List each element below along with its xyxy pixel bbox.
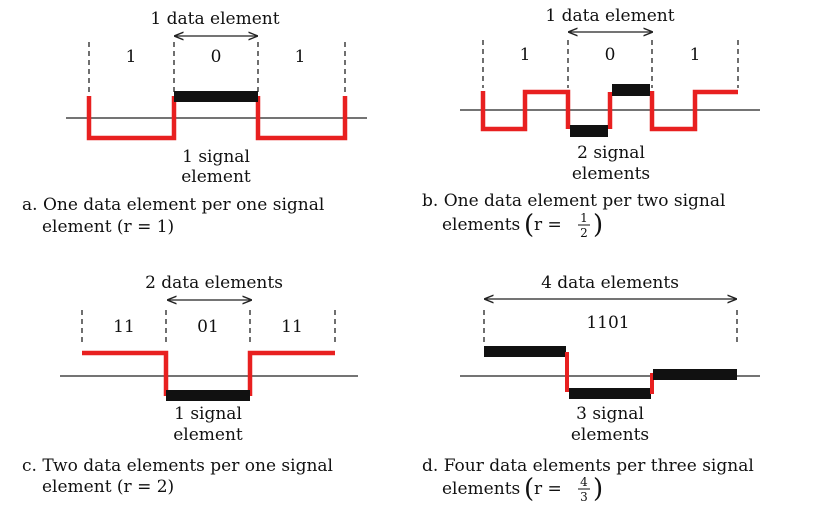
panel-c-bits-3: 11 [281,317,303,337]
panel-b-bottom-label-2: elements [572,164,650,184]
panel-c-top-label: 2 data elements [145,273,283,293]
panel-b-ratio-numerator: 1 [580,211,588,225]
panel-d-bottom-label-2: elements [571,425,649,445]
panel-a-signal-trace [86,96,177,141]
panel-c-caption-1: c. Two data elements per one signal [22,456,333,476]
panel-d-caption-1: d. Four data elements per three signal [422,456,754,476]
panel-c-signal-trace [82,350,169,396]
panel-b-ratio-denominator: 2 [580,226,588,240]
panel-d-caption-2: elements [442,479,520,499]
panel-d-ratio-numerator: 4 [580,475,588,489]
panel-b: 1 data element 1 0 1 2 signal elements b… [422,6,760,240]
panel-a-bit-1: 1 [126,47,137,67]
panel-a-bottom-label-2: element [181,167,251,187]
panel-a-top-label: 1 data element [150,9,279,29]
panel-a-bit-2: 0 [211,47,222,67]
panel-d-bottom-label-1: 3 signal [576,404,644,424]
panel-c-signal-trace [247,350,335,396]
panel-b-top-label: 1 data element [545,6,674,26]
panel-b-bit-3: 1 [690,45,701,65]
panel-c: 2 data elements 11 01 11 1 signal elemen… [22,273,358,497]
panel-a-signal-trace [255,96,348,141]
panel-d-bits: 1101 [586,313,629,333]
panel-c-bits-1: 11 [113,317,135,337]
panel-a-bottom-label-1: 1 signal [182,147,250,167]
panel-c-bottom-label-1: 1 signal [174,404,242,424]
panel-b-ratio-r: r = [534,215,562,235]
panel-d-ratio-paren-open: ( [524,474,534,504]
panel-d-signal-element-1 [484,346,566,357]
panel-c-signal-element [166,390,250,401]
panel-a-caption-1: a. One data element per one signal [22,195,324,215]
panel-d-ratio-paren-close: ) [593,474,603,504]
panel-b-bottom-label-1: 2 signal [577,143,645,163]
panel-d-ratio-r: r = [534,479,562,499]
panel-b-bit-2: 0 [605,45,616,65]
panel-c-bottom-label-2: element [173,425,243,445]
panel-c-caption-2: element (r = 2) [42,477,174,497]
panel-b-signal-element-high [612,84,650,96]
panel-b-bit-1: 1 [520,45,531,65]
panel-a-signal-element [174,91,258,102]
panel-a: 1 data element 1 0 1 1 signal element a.… [22,9,367,237]
panel-c-bits-2: 01 [197,317,219,337]
panel-b-signal-element-low [570,125,608,137]
panel-b-signal-trace [480,89,571,132]
panel-a-bit-3: 1 [295,47,306,67]
panel-d: 4 data elements 1101 3 signal elements d… [422,273,760,504]
panel-d-top-label: 4 data elements [541,273,679,293]
panel-d-signal-element-2 [569,388,651,399]
panel-a-caption-2: element (r = 1) [42,217,174,237]
panel-b-caption-1: b. One data element per two signal [422,191,725,211]
panel-b-ratio-paren-close: ) [593,210,603,240]
panel-d-ratio-denominator: 3 [580,490,588,504]
panel-d-signal-element-3 [653,369,737,380]
panel-b-caption-2: elements [442,215,520,235]
panel-b-signal-trace [649,89,738,132]
panel-b-ratio-paren-open: ( [524,210,534,240]
